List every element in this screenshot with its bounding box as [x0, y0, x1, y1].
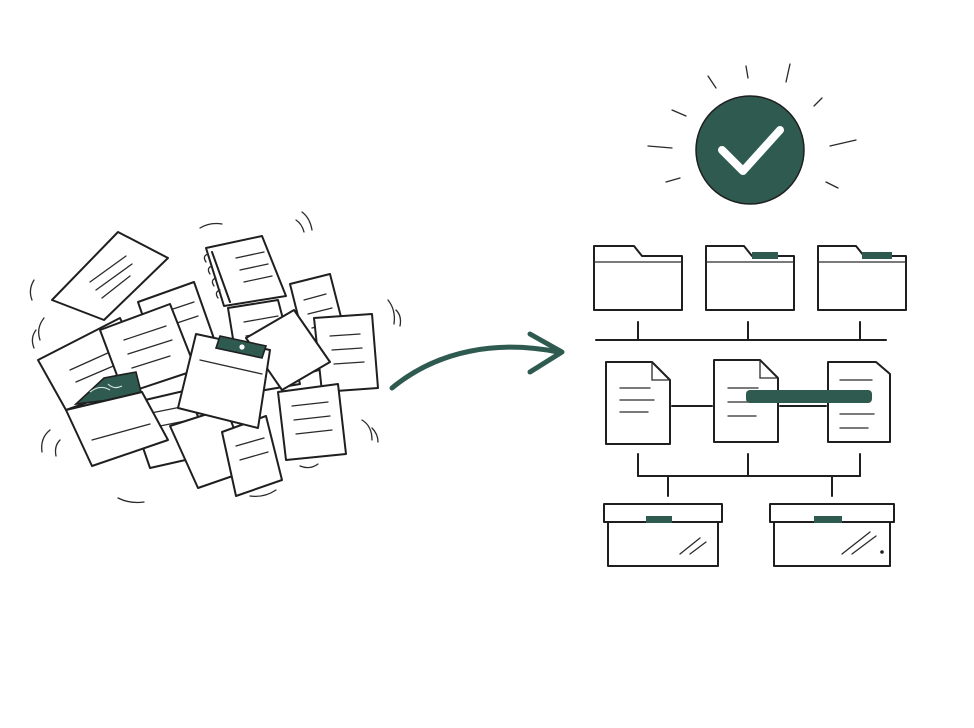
curved-arrow-icon: [389, 331, 565, 391]
paper-sheet: [313, 313, 379, 393]
archive-row: [603, 503, 895, 567]
checkmark-badge-icon: [647, 63, 857, 205]
folder-icon: [593, 245, 683, 311]
motion-lines: [29, 211, 402, 504]
spiral-notebook-icon: [203, 235, 287, 307]
paper-sheet: [277, 383, 347, 461]
hierarchy-connectors: [595, 321, 887, 497]
document-icon: [605, 361, 671, 445]
paper-sheet: [245, 309, 331, 391]
archive-box-icon: [769, 503, 895, 567]
sparkle-lines: [647, 63, 857, 189]
paper-sheet: [51, 231, 169, 321]
folder-icon: [177, 333, 271, 429]
messy-document-pile: [29, 211, 402, 504]
archive-box-icon: [603, 503, 723, 567]
document-icon: [713, 359, 779, 443]
folder-icon: [65, 371, 169, 467]
highlight-bar: [746, 390, 872, 403]
folder-icon: [705, 245, 795, 311]
document-row: [605, 359, 891, 445]
folder-icon: [817, 245, 907, 311]
paper-sheet: [221, 415, 283, 497]
folder-row: [593, 245, 907, 311]
